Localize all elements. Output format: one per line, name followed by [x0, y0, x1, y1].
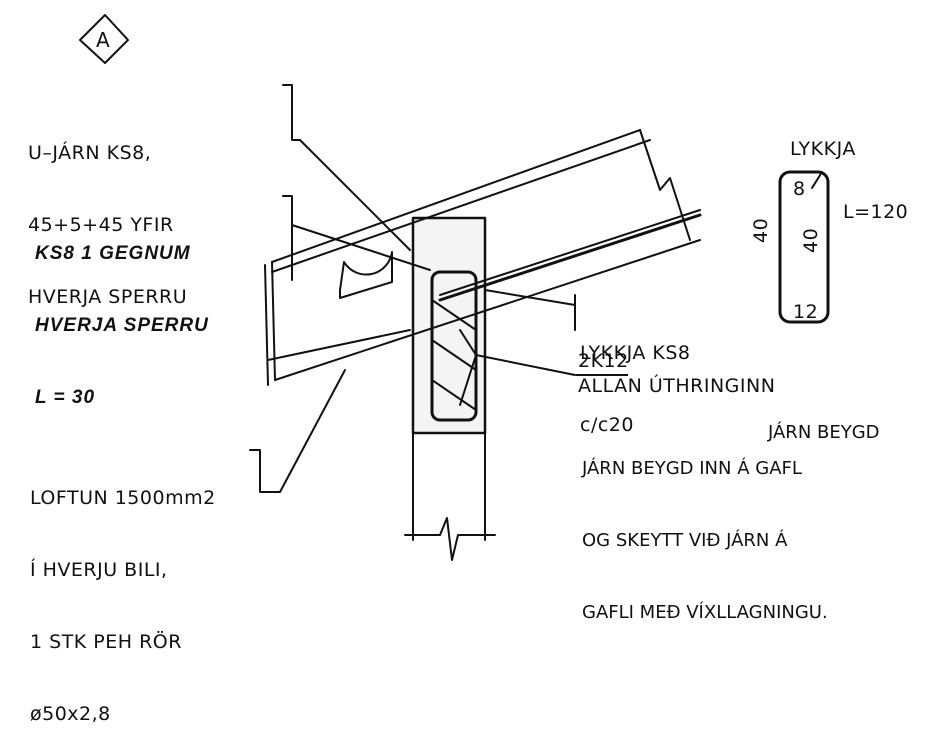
label-jarn-line1: JÁRN BEYGD INN Á GAFL [582, 458, 802, 479]
wall-section [413, 218, 485, 433]
label-jarn-line2: OG SKEYTT VIÐ JÁRN Á [582, 530, 788, 551]
stirrup-length: L=120 [843, 201, 909, 223]
label-jarn-overlap: JÁRN BEYGD [768, 422, 880, 443]
label-2k12: 2K12 [578, 350, 629, 372]
label-loftun-line4: ø50x2,8 [30, 703, 111, 725]
fascia-board [268, 330, 410, 360]
ventilation-notch [340, 252, 392, 298]
rafter-bottom-edge [275, 240, 700, 380]
rafter-end [272, 262, 275, 380]
detail-marker-letter: A [96, 28, 111, 52]
wall-stirrup [432, 272, 476, 420]
rafter-top-edge [272, 130, 640, 262]
stirrup-detail-shape [780, 172, 828, 322]
label-loftun-line2: Í HVERJU BILI, [30, 559, 168, 581]
label-lykkja-ks8: LYKKJA KS8 c/c20 [580, 293, 691, 461]
label-loftun: LOFTUN 1500mm2 Í HVERJU BILI, 1 STK PEH … [30, 438, 216, 750]
roof-sheet-line-2 [440, 215, 700, 300]
label-jarn-line3: GAFLI MEÐ VÍXLLAGNINGU. [582, 602, 828, 623]
label-2k12-underline [576, 374, 628, 376]
rafter-top-edge-2 [272, 140, 650, 272]
leader-lykkja [485, 290, 575, 305]
rafter-break [640, 130, 690, 240]
stirrup-top-dim: 8 [793, 178, 806, 200]
stirrup-title: LYKKJA [790, 138, 856, 160]
label-u-jarn-line3: HVERJA SPERRU [28, 286, 188, 308]
stirrup-bottom-dim: 12 [793, 301, 819, 323]
label-allan: ALLAN ÚTHRINGINN [578, 375, 776, 397]
leader-ks8-to-bar [292, 225, 430, 270]
label-u-jarn-line1: U–JÁRN KS8, [28, 142, 152, 164]
label-loftun-line1: LOFTUN 1500mm2 [30, 487, 216, 509]
label-ks8-line3: L = 30 [35, 387, 96, 408]
label-lykkja-line2: c/c20 [580, 414, 634, 436]
label-ks8-line2: HVERJA SPERRU [35, 315, 209, 336]
rafter-end-2 [265, 265, 268, 385]
section-drawing [0, 0, 925, 565]
stirrup-side-left: 40 [750, 217, 772, 243]
label-jarn-beygd: JÁRN BEYGD INN Á GAFL OG SKEYTT VIÐ JÁRN… [582, 409, 828, 649]
label-loftun-line3: 1 STK PEH RÖR [30, 631, 182, 653]
wall-break-line [405, 518, 495, 560]
roof-sheet-line [440, 210, 700, 295]
stirrup-side-right: 40 [800, 227, 822, 253]
detail-marker-diamond [80, 15, 128, 63]
label-u-jarn: U–JÁRN KS8, 45+5+45 YFIR HVERJA SPERRU [28, 93, 187, 333]
leader-loftun [250, 370, 345, 492]
label-ks8-gegnum: KS8 1 GEGNUM HVERJA SPERRU L = 30 [35, 194, 209, 434]
label-ks8-line1: KS8 1 GEGNUM [35, 243, 191, 264]
label-u-jarn-line2: 45+5+45 YFIR [28, 214, 174, 236]
leader-ks8 [283, 196, 292, 280]
label-lykkja-line1: LYKKJA KS8 [580, 342, 691, 364]
leader-u-jarn [283, 85, 410, 250]
